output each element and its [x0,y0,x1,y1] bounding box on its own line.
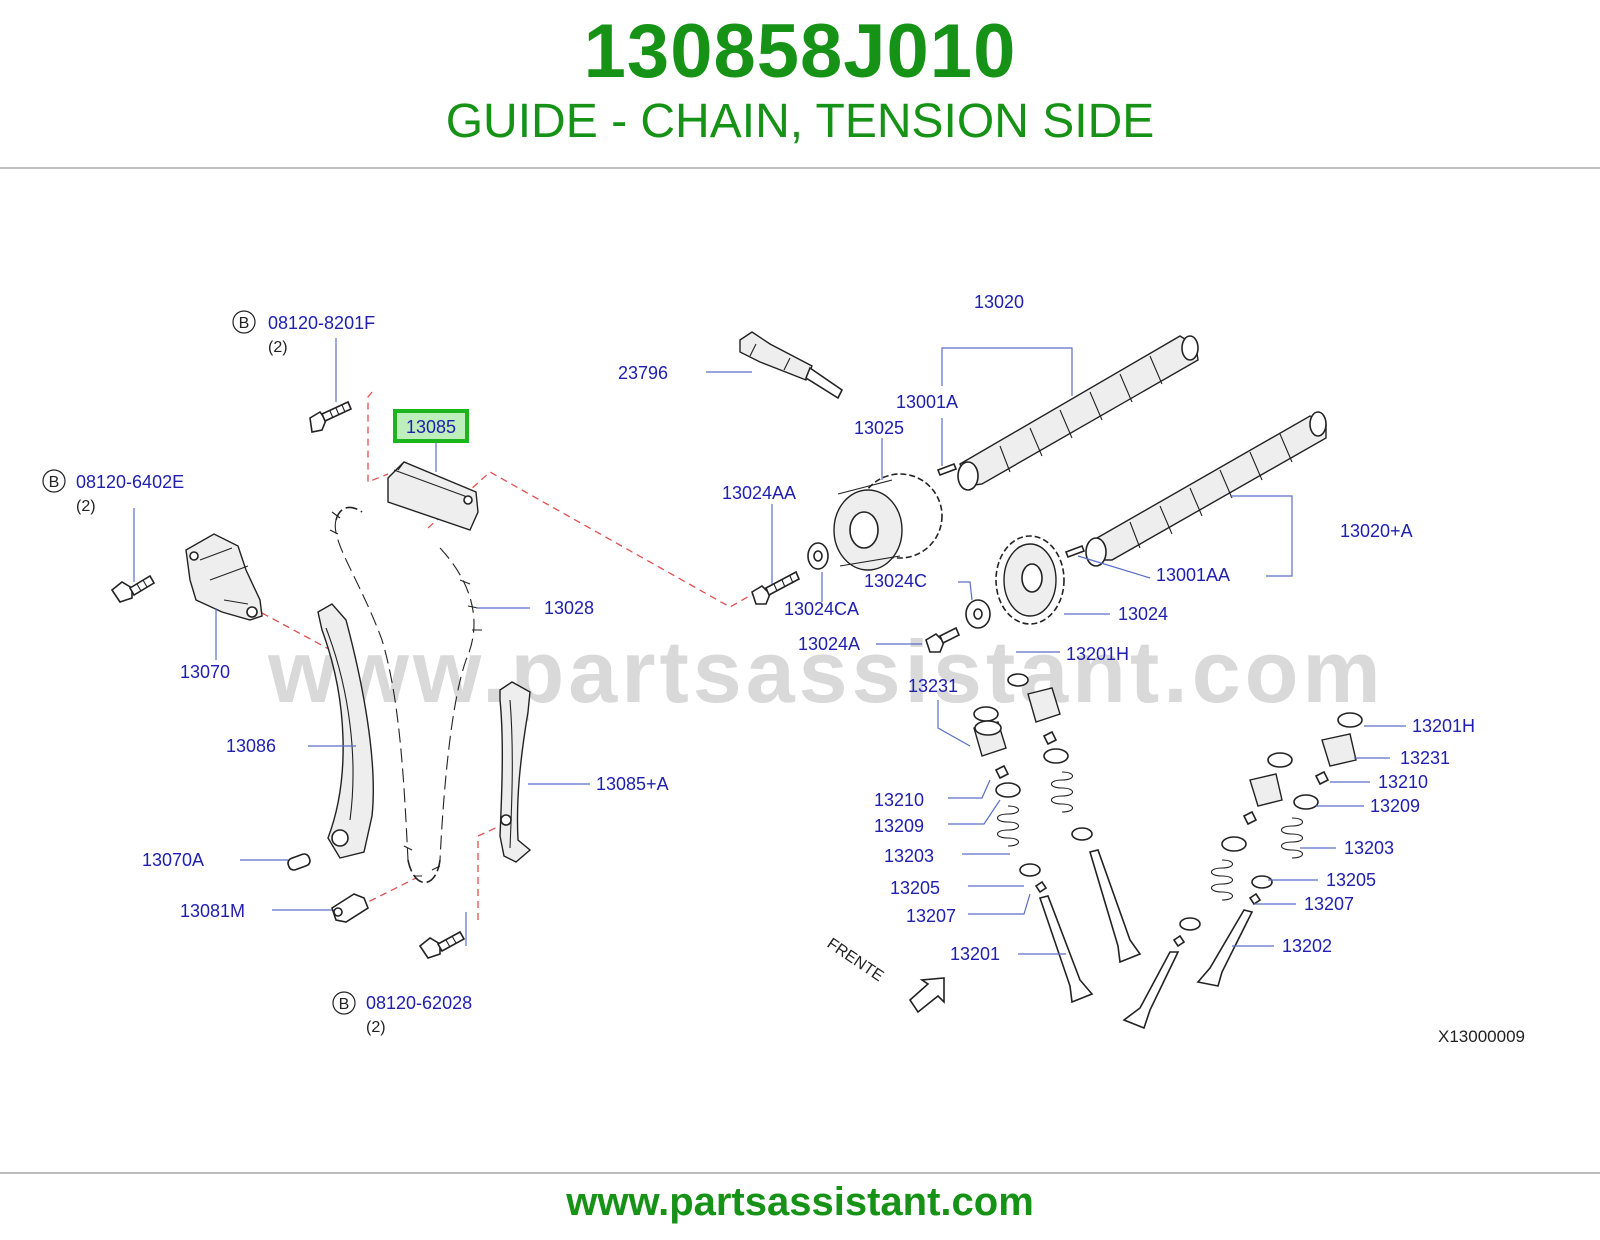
badge-circle [332,991,356,1015]
part-label-13209-a[interactable]: 13209 [874,816,924,836]
assembly-line-bolt-guide [367,391,389,483]
assembly-line-tensioner [261,612,341,656]
bolt-upper [309,400,353,433]
part-label-08120-62028[interactable]: 08120-62028 [366,993,472,1013]
leader-13020 [941,347,1073,396]
bolt-callout-left[interactable]: B 08120-6402E (2) [42,469,184,515]
part-label-13001aa[interactable]: 13001AA [1156,565,1230,585]
badge-circle [42,469,66,493]
footer-divider [0,1172,1600,1174]
page-header: 130858J010 GUIDE - CHAIN, TENSION SIDE [0,0,1600,168]
leader-13020a [1230,495,1293,577]
part-label-13231-a[interactable]: 13231 [908,676,958,696]
vtc-sprocket [833,473,943,571]
header-divider [0,167,1600,169]
chain-guide-slack-side [317,603,374,859]
part-label-13025[interactable]: 13025 [854,418,904,438]
part-label-13020[interactable]: 13020 [974,292,1024,312]
bolt-callout-lower[interactable]: B 08120-62028 (2) [332,991,472,1036]
part-label-13020a[interactable]: 13020+A [1340,521,1413,541]
part-label-13070[interactable]: 13070 [180,662,230,682]
part-label-13024c[interactable]: 13024C [864,571,927,591]
camshaft-sprocket [995,535,1065,625]
timing-chain [329,506,482,884]
part-label-13028[interactable]: 13028 [544,598,594,618]
part-label-13024[interactable]: 13024 [1118,604,1168,624]
part-label-13231-b[interactable]: 13231 [1400,748,1450,768]
leader-13209-a [948,799,1001,825]
bolt-13024aa [751,570,801,605]
bolt-left [110,574,156,603]
part-label-13203-b[interactable]: 13203 [1344,838,1394,858]
leader-13231-a [937,700,971,747]
part-label-13081m[interactable]: 13081M [180,901,245,921]
leader-13001aa [1077,555,1151,579]
valve-train-right [1122,712,1363,1030]
part-label-23796[interactable]: 23796 [618,363,668,383]
dowel-pin-upper [936,462,958,477]
part-number-title: 130858J010 [583,9,1017,94]
part-name-subtitle: GUIDE - CHAIN, TENSION SIDE [445,95,1155,148]
part-label-13085a[interactable]: 13085+A [596,774,669,794]
highlight-box [393,409,469,443]
valve-train-left [973,673,1142,1004]
leader-13207-a [968,893,1031,915]
watermark: www.partsassistant.com [267,622,1385,721]
part-label-13202[interactable]: 13202 [1282,936,1332,956]
part-label-13024ca[interactable]: 13024CA [784,599,859,619]
part-label-13070a[interactable]: 13070A [142,850,204,870]
assembly-line-guide-bolt [427,471,761,608]
washer-13024c [965,599,991,629]
part-label-08120-8201f[interactable]: 08120-8201F [268,313,375,333]
footer-url[interactable]: www.partsassistant.com [566,1180,1034,1224]
part-label-13086[interactable]: 13086 [226,736,276,756]
solenoid-valve [739,331,844,400]
badge-letter: B [49,474,60,491]
front-direction-arrow [908,977,945,1014]
leader-13210-a [948,779,991,799]
part-label-13085[interactable]: 13085 [406,417,456,437]
bolt-lower [418,930,466,959]
part-label-13001a[interactable]: 13001A [896,392,958,412]
part-13081m [331,893,369,923]
part-label-13205-a[interactable]: 13205 [890,878,940,898]
part-label-13201h-b[interactable]: 13201H [1412,716,1475,736]
diagram-reference-code: X13000009 [1438,1027,1525,1046]
badge-circle [232,310,256,334]
badge-letter: B [339,996,350,1013]
part-label-13210-b[interactable]: 13210 [1378,772,1428,792]
part-label-13203-a[interactable]: 13203 [884,846,934,866]
pin-13070a [287,853,311,871]
camshaft-lower [1085,411,1327,567]
quantity-label: (2) [268,339,288,356]
front-label: FRENTE [824,935,887,985]
leader-13024c [958,581,973,601]
dowel-pin-lower [1064,544,1086,559]
chain-tensioner [185,533,263,621]
washer-13024ca [807,542,829,570]
part-label-13207-a[interactable]: 13207 [906,906,956,926]
part-label-08120-6402e[interactable]: 08120-6402E [76,472,184,492]
chain-guide-13085a [499,681,532,863]
quantity-label: (2) [366,1019,386,1036]
bolt-callout-upper[interactable]: B 08120-8201F (2) [232,310,375,356]
assembly-line-lower-bolt [477,825,501,920]
chain-guide-tension-side [387,461,479,531]
part-label-13201h-a[interactable]: 13201H [1066,644,1129,664]
bolt-13024a [925,626,961,653]
part-label-13024a[interactable]: 13024A [798,634,860,654]
part-label-13207-b[interactable]: 13207 [1304,894,1354,914]
badge-letter: B [239,315,250,332]
camshaft-upper [957,335,1199,491]
part-label-13210-a[interactable]: 13210 [874,790,924,810]
part-label-13024aa[interactable]: 13024AA [722,483,796,503]
quantity-label: (2) [76,498,96,515]
part-label-13201[interactable]: 13201 [950,944,1000,964]
part-label-13205-b[interactable]: 13205 [1326,870,1376,890]
part-label-13209-b[interactable]: 13209 [1370,796,1420,816]
